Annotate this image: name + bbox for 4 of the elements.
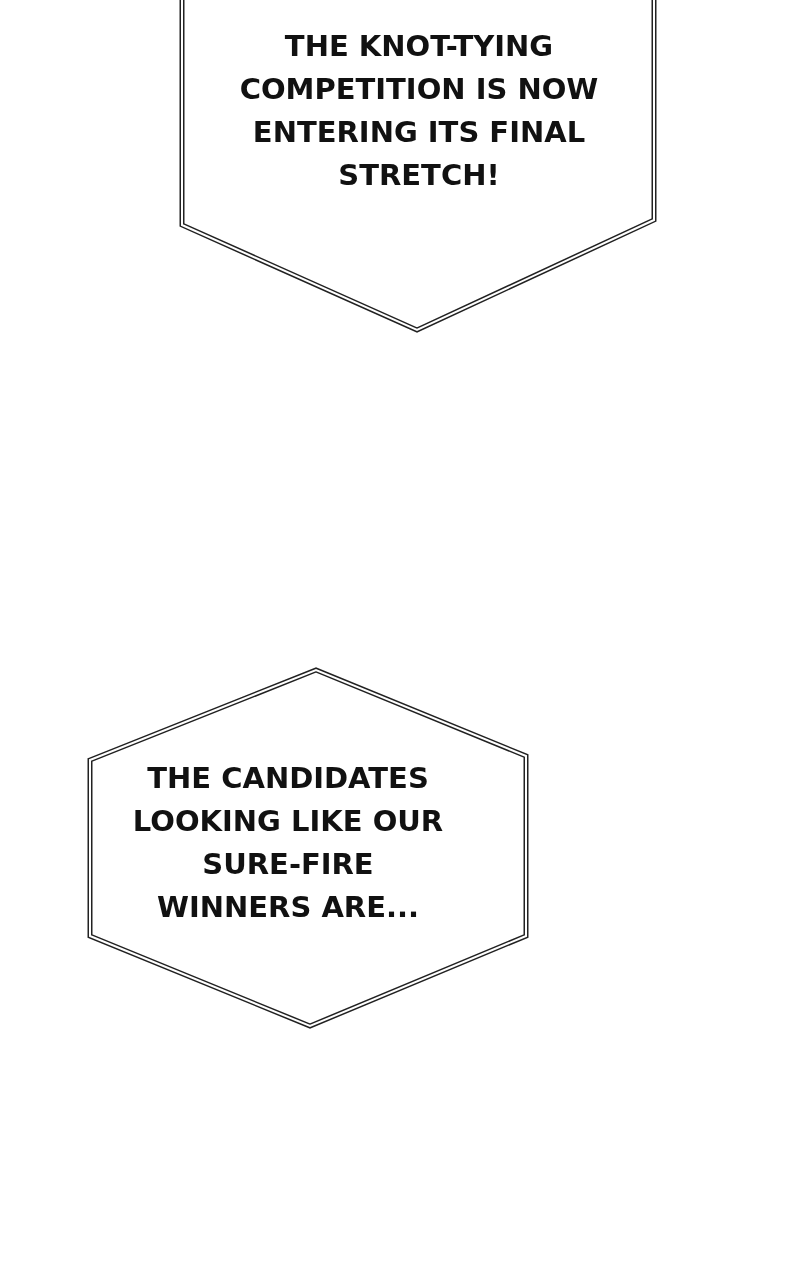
speech-bubble — [88, 668, 528, 1028]
bubble-text: THE CANDIDATES LOOKING LIKE OUR SURE-FIRE WINNERS ARE... — [131, 760, 445, 926]
speech-bubble — [182, 0, 656, 332]
bubble-text: THE KNOT-TYING COMPETITION IS NOW ENTERING ITS FINAL STRETCH! — [238, 28, 600, 194]
